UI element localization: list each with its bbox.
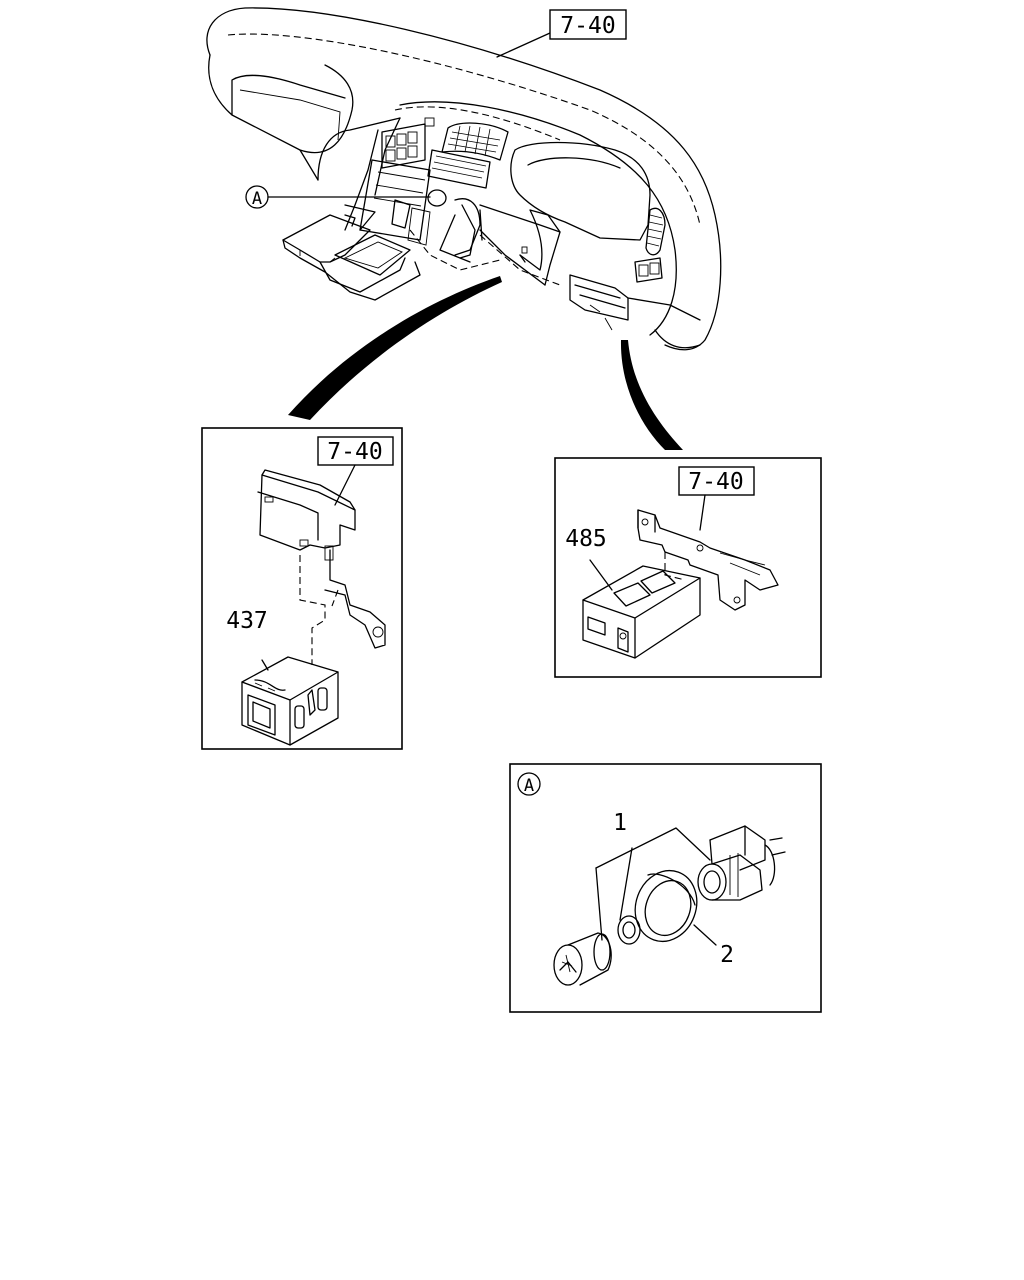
bezel-ring: [634, 869, 698, 943]
reference-label: 7-40: [327, 439, 382, 465]
detail-box-right: 7-40 485: [554, 457, 822, 678]
detail-box-left: 7-40 437: [201, 427, 403, 750]
dashboard-assembly: [206, 7, 722, 351]
detail-box-a: A 1 2: [509, 763, 822, 1013]
detail-a-title: A: [524, 776, 534, 796]
leader-line: [496, 32, 551, 58]
callout-437: 437: [226, 608, 268, 634]
callout-485: 485: [565, 526, 607, 552]
reference-label: 7-40: [688, 469, 743, 495]
detail-a-marker-label: A: [252, 189, 262, 209]
swoosh-arrow-left: [288, 276, 502, 420]
washer-ring: [617, 915, 641, 945]
callout-1: 1: [613, 810, 627, 836]
lighter-socket: [697, 825, 786, 901]
swoosh-arrow-right: [620, 340, 683, 450]
reference-label: 7-40: [560, 13, 615, 39]
reference-box-left: 7-40: [317, 436, 394, 466]
lighter-knob: [553, 932, 612, 986]
reference-box-main: 7-40: [549, 9, 627, 40]
callout-2: 2: [720, 942, 734, 968]
reference-box-right: 7-40: [678, 466, 755, 496]
detail-a-marker: A: [245, 185, 431, 209]
